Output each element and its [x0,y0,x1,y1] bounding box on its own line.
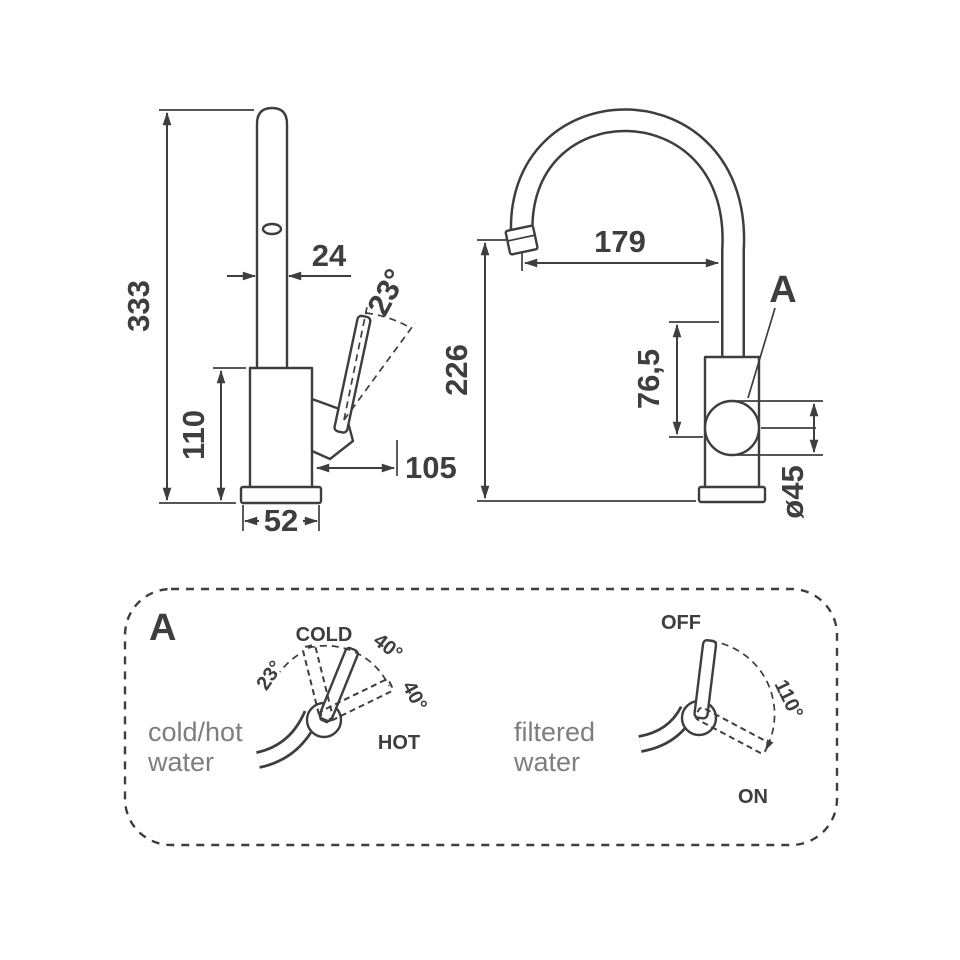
handle-lever [333,314,372,434]
dim-body-height: 110 [176,367,246,502]
dim-spout-reach: 179 [521,224,720,271]
mixer-angle-hot-label: 40° [397,678,431,715]
dim-label-226: 226 [439,344,474,396]
detail-marker-label: A [769,269,796,311]
filter-lever-off-position [693,639,718,720]
dim-spout-width: 24 [227,238,351,281]
mixer-lever-cold-position [302,644,334,722]
dim-label-76-5: 76,5 [631,349,666,409]
dim-label-52: 52 [264,503,298,538]
faucet-base-front [697,485,767,504]
filter-angle-label: 110° [770,676,807,722]
dim-label-105: 105 [405,450,457,485]
dim-base-width: 52 [242,503,320,538]
dim-label-24: 24 [312,238,347,273]
detail-panel-marker: A [149,607,176,649]
mixer-lever-hot-position [319,678,394,724]
mixer-tilt-arc [279,654,299,673]
dim-label-179: 179 [594,224,646,259]
dim-label-d45: ø45 [775,465,810,518]
filter-swing-arc [709,640,776,751]
spout-arc-inner [512,110,743,362]
dim-handle-diameter: ø45 [737,400,823,519]
detail-panel: A COLD 40° 40° HOT 23° cold/hot water [123,587,839,847]
dim-handle-offset: 76,5 [631,321,719,438]
mixer-caption-line1: cold/hot [148,717,243,747]
faucet-body [248,366,314,492]
detail-reference: A [747,269,797,399]
filter-caption-line1: filtered [514,717,595,747]
mixer-neck-inner [256,711,318,767]
handle-knob [703,399,761,457]
handle-angle-line-1 [343,306,368,421]
mixer-swing-arc [307,644,390,687]
detail-panel-border [123,587,839,847]
dim-label-110: 110 [176,410,211,460]
dim-label-23deg: 23° [360,263,413,321]
dim-label-333: 333 [121,280,156,332]
filter-off-label: OFF [661,612,701,634]
spout-nozzle [504,224,539,256]
detail-leader-line [747,307,776,399]
handle-angle-arc [365,312,410,328]
mixer-tilt-label: 23° [252,657,287,694]
filter-detail: OFF 110° ON [638,612,807,808]
dim-handle-length: 105 [315,440,457,485]
aerator-window [261,222,283,236]
mixer-caption-line2: water [147,747,214,777]
mixer-hot-label: HOT [378,732,420,754]
filter-on-label: ON [738,786,768,808]
mixer-detail: COLD 40° 40° HOT 23° [252,624,431,769]
mixer-angle-cold-label: 40° [369,629,406,665]
faucet-base [239,485,323,505]
spout-column [255,106,289,374]
mixer-cold-label: COLD [296,624,353,646]
filter-caption-line2: water [513,747,580,777]
side-view: 333 110 24 23° 105 52 [121,106,457,538]
dim-height-total: 333 [121,109,254,504]
handle-angle-line-2 [343,322,416,421]
front-view: 226 179 A 76,5 ø45 [439,108,823,519]
dim-spout-height: 226 [439,239,696,502]
